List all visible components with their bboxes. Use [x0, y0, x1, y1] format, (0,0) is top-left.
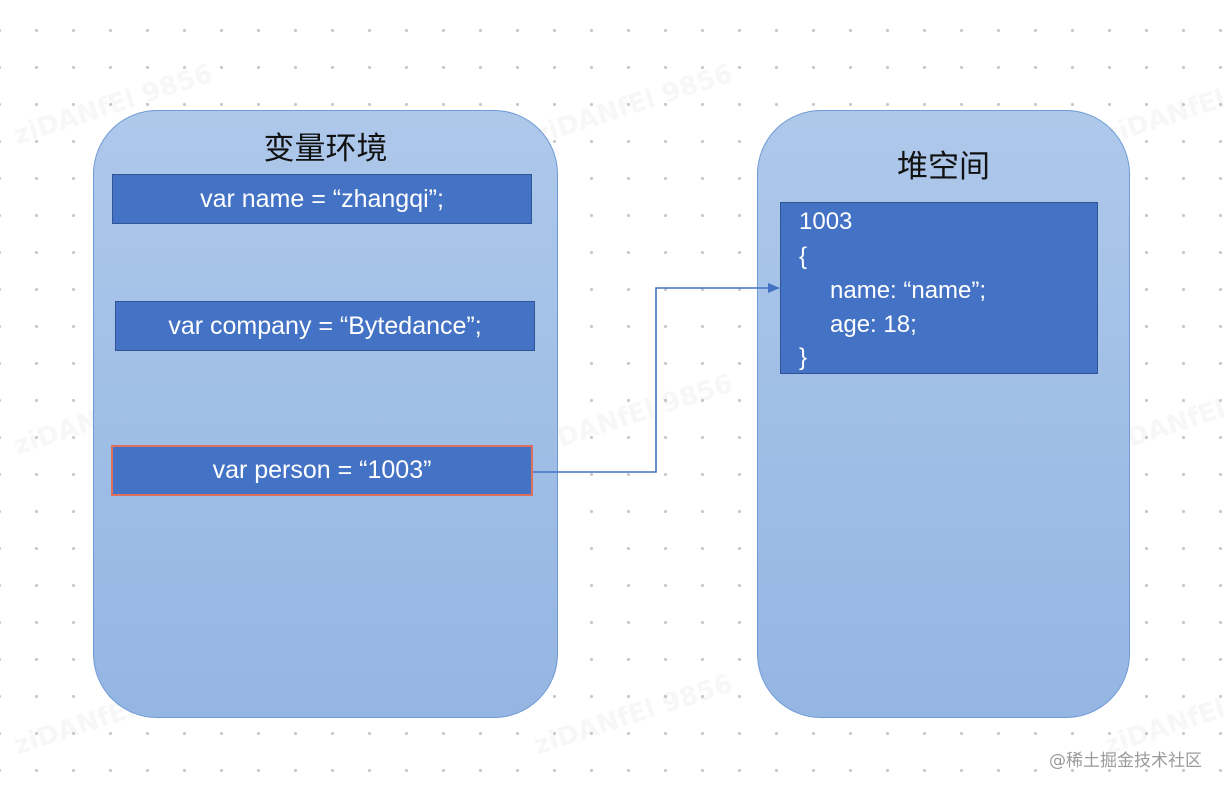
- var-company-box: var company = “Bytedance”;: [115, 301, 535, 351]
- heap-object-open-brace: {: [799, 243, 808, 270]
- site-credit: @稀土掘金技术社区: [1049, 751, 1202, 771]
- heap-object-box: 1003 { name: “name”; age: 18; }: [780, 202, 1098, 374]
- heap-object-age-field: age: 18;: [830, 311, 917, 338]
- heap-object-address: 1003: [799, 208, 853, 235]
- heap-space-title: 堆空间: [897, 149, 990, 185]
- heap-object-close-brace: }: [799, 344, 808, 371]
- var-person-box: var person = “1003”: [111, 445, 533, 496]
- var-name-box: var name = “zhangqi”;: [112, 174, 532, 224]
- variable-environment-title: 变量环境: [263, 131, 388, 167]
- watermark: ziDANfEl 9856: [530, 368, 737, 462]
- watermark: ziDANfEl 9856: [530, 668, 737, 762]
- watermark: ziDANfEl 9856: [530, 58, 737, 152]
- heap-object-name-field: name: “name”;: [830, 277, 987, 304]
